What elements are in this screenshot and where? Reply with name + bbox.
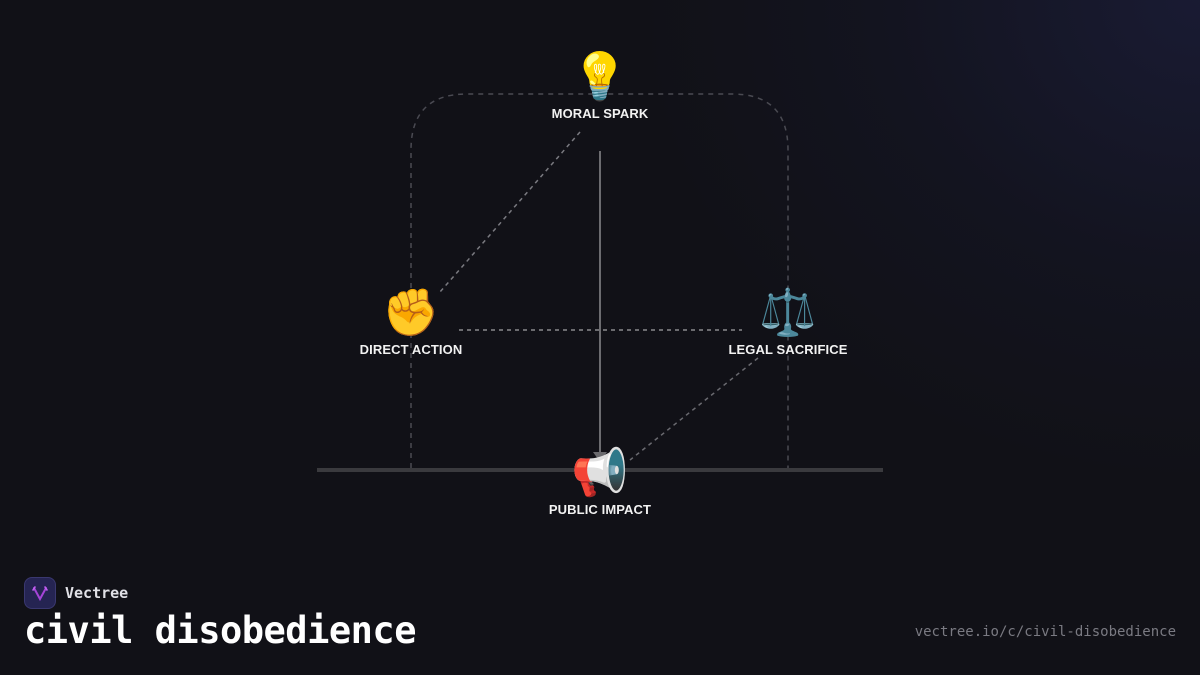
edge-sacrifice-to-impact: [629, 357, 759, 461]
node-label: LEGAL SACRIFICE: [728, 342, 848, 357]
megaphone-icon: 📢: [571, 446, 629, 498]
node-label: MORAL SPARK: [551, 106, 649, 121]
page-url[interactable]: vectree.io/c/civil-disobedience: [914, 624, 1176, 640]
arrowhead-icon: [593, 452, 607, 462]
node-legal-sacrifice[interactable]: ⚖️ LEGAL SACRIFICE: [729, 284, 848, 357]
vectree-logo-icon: [24, 577, 56, 609]
node-public-impact[interactable]: 📢 PUBLIC IMPACT: [549, 444, 651, 517]
lightbulb-icon: 💡: [571, 50, 629, 102]
balance-scale-icon: ⚖️: [759, 286, 817, 338]
edge-spark-to-action: [439, 131, 581, 293]
brand[interactable]: Vectree: [24, 577, 128, 609]
node-label: PUBLIC IMPACT: [548, 502, 652, 517]
frame-outline: [410, 93, 789, 468]
node-label: DIRECT ACTION: [359, 342, 463, 357]
node-direct-action[interactable]: ✊ DIRECT ACTION: [360, 284, 463, 357]
node-moral-spark[interactable]: 💡 MORAL SPARK: [552, 48, 649, 121]
raised-fist-icon: ✊: [382, 286, 440, 338]
page-title: civil disobedience: [24, 609, 416, 652]
brand-name: Vectree: [65, 584, 129, 602]
